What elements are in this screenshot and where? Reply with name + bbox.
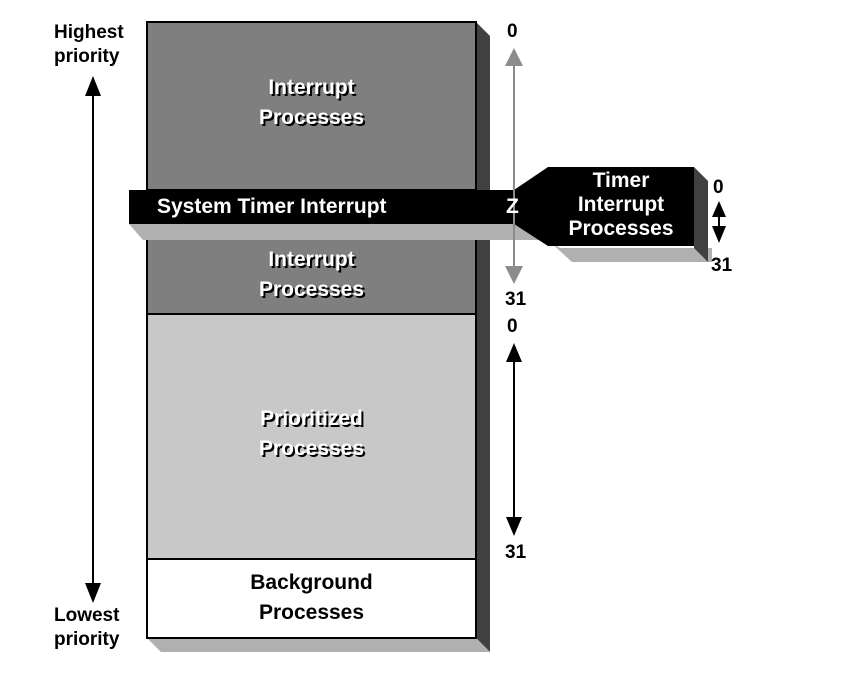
- timer-box-side-shadow: [694, 167, 708, 262]
- prioritized-range-bottom-number: 31: [505, 542, 527, 563]
- priority-axis-up-arrow-icon: [85, 76, 101, 96]
- timer-range-arrow-down-icon: [712, 226, 726, 243]
- interrupt-processes-upper-block: [146, 21, 477, 191]
- highest-priority-label-line1: Highest: [54, 22, 124, 43]
- label-line2: Processes: [258, 601, 365, 624]
- label-line1: Background: [250, 571, 373, 594]
- stack-side-shadow: [476, 22, 490, 652]
- interrupt-range-bottom-number: 31: [505, 289, 527, 310]
- label-line1: Interrupt: [268, 76, 355, 99]
- label-line2: Processes: [258, 278, 365, 301]
- interrupt-range-top-number: 0: [507, 21, 518, 42]
- system-timer-interrupt-label: System Timer Interrupt: [157, 195, 387, 218]
- interrupt-processes-upper-label: Interrupt Processes: [147, 73, 476, 133]
- interrupt-range-arrow-up-icon: [505, 48, 523, 66]
- background-processes-label: Background Processes: [147, 568, 476, 628]
- background-processes-block: [146, 558, 477, 639]
- highest-priority-label: Highest priority: [54, 21, 124, 69]
- prioritized-processes-label: Prioritized Processes: [147, 404, 476, 464]
- system-timer-band-shadow: [129, 224, 712, 262]
- system-timer-band: [129, 167, 694, 246]
- lowest-priority-label: Lowest priority: [54, 604, 119, 652]
- timer-range-top-number: 0: [713, 177, 724, 198]
- label-line1: Prioritized: [260, 407, 363, 430]
- stack-bottom-shadow: [147, 638, 490, 652]
- timer-interrupt-processes-label: Timer Interrupt Processes: [548, 169, 694, 241]
- interrupt-processes-lower-label: Interrupt Processes: [147, 245, 476, 305]
- label-line2: Interrupt: [577, 193, 665, 216]
- label-line2: Processes: [258, 437, 365, 460]
- prioritized-range-arrow-down-icon: [506, 517, 522, 536]
- label-line2: Processes: [258, 106, 365, 129]
- prioritized-processes-block: [146, 313, 477, 560]
- highest-priority-label-line2: priority: [54, 46, 120, 67]
- lowest-priority-label-line1: Lowest: [54, 605, 120, 626]
- timer-range-bottom-number: 31: [711, 255, 733, 276]
- label-line1: Timer: [592, 169, 650, 192]
- timer-range-arrow-up-icon: [712, 201, 726, 217]
- priority-axis-down-arrow-icon: [85, 583, 101, 603]
- prioritized-range-arrow-up-icon: [506, 343, 522, 362]
- interrupt-range-arrow-down-icon: [505, 266, 523, 284]
- system-timer-marker-z: Z: [506, 195, 519, 218]
- label-line3: Processes: [568, 217, 674, 240]
- label-line1: Interrupt: [268, 248, 355, 271]
- lowest-priority-label-line2: priority: [54, 629, 120, 650]
- prioritized-range-top-number: 0: [507, 316, 518, 337]
